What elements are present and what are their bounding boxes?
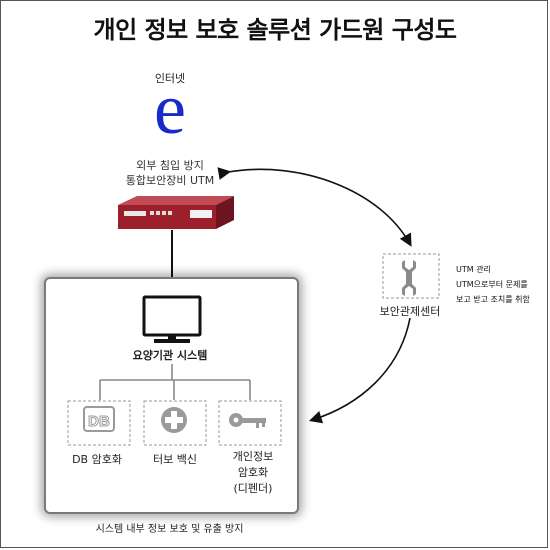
security-note-1: UTM 관리 — [456, 265, 491, 274]
enc-label-line1: 개인정보 — [232, 450, 274, 463]
utm-caption-line2: 통합보안장비 UTM — [125, 174, 215, 187]
svg-text:DB: DB — [88, 413, 110, 430]
medical-cross-icon — [161, 407, 187, 433]
security-note-2: UTM으로부터 문제를 — [456, 280, 528, 289]
center-system-arrow — [308, 317, 411, 424]
enc-label-line3: (디펜더) — [233, 482, 273, 495]
utm-caption-line1: 외부 침입 방지 — [136, 159, 204, 172]
db-encryption-label: DB 암호화 — [72, 453, 122, 466]
diagram-title: 개인 정보 보호 솔루션 가드원 구성도 — [93, 16, 457, 44]
personal-info-encryption-label: 개인정보 암호화 (디펜더) — [218, 449, 288, 497]
wrench-icon — [402, 260, 416, 296]
utm-center-arrow — [217, 167, 412, 247]
monitor-icon — [142, 295, 202, 343]
security-note-3: 보고 받고 조치를 취함 — [456, 295, 530, 304]
enc-label-line2: 암호화 — [237, 466, 269, 479]
utm-caption: 외부 침입 방지 통합보안장비 UTM — [100, 158, 240, 188]
security-center-notes: UTM 관리 UTM으로부터 문제를 보고 받고 조치를 취함 — [456, 262, 548, 307]
system-bottom-caption: 시스템 내부 정보 보호 및 유출 방지 — [95, 524, 244, 535]
security-center-label: 보안관제센터 — [379, 305, 441, 318]
db-icon: DB — [83, 406, 115, 432]
utm-device-icon — [118, 196, 234, 229]
internet-label: 인터넷 — [154, 72, 186, 85]
db-module-box — [67, 400, 131, 446]
system-label: 요양기관 시스템 — [132, 349, 208, 362]
key-icon — [229, 413, 266, 428]
tree-connector — [99, 364, 251, 400]
internet-explorer-icon: e — [154, 69, 186, 149]
turbo-vaccine-label: 터보 백신 — [153, 453, 197, 466]
